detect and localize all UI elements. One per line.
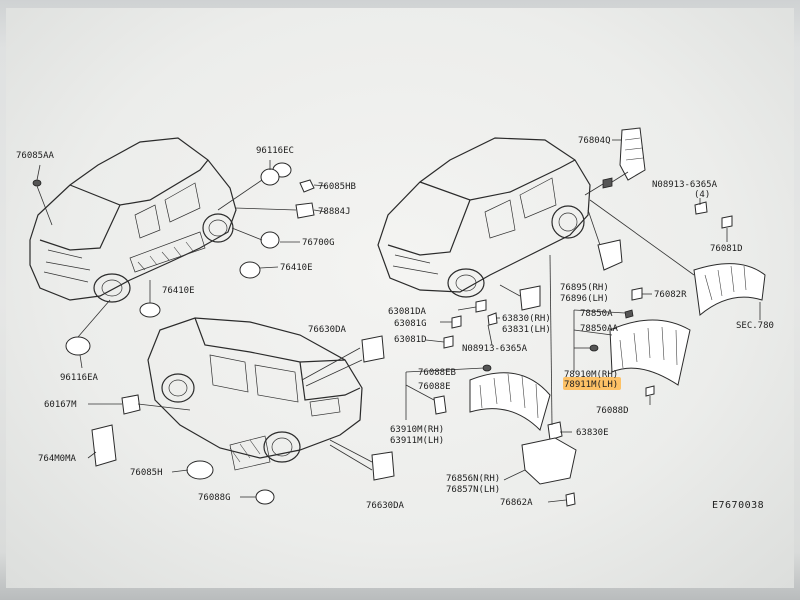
label-76088D: 76088D — [596, 406, 629, 416]
parts-right-group — [589, 127, 766, 397]
label-76862A: 76862A — [500, 498, 533, 508]
label-76700G: 76700G — [302, 238, 335, 248]
label-63910M: 63910M(RH) — [390, 425, 444, 435]
clip-63081D — [443, 335, 454, 349]
leader-lines — [36, 139, 761, 503]
label-78850AA: 78850AA — [580, 324, 619, 334]
plug-96116EA — [65, 336, 91, 356]
label-78850A: 78850A — [580, 309, 613, 319]
label-63831: 63831(LH) — [502, 325, 551, 335]
plug-76410E-a — [239, 261, 261, 279]
plug-76410E-b — [139, 302, 161, 318]
part-labels: 76085AA 96116EC 76085HB 78884J 76700G 76… — [16, 136, 774, 511]
vehicle-rear-view — [147, 317, 363, 471]
clip-63081G — [451, 315, 462, 329]
label-76088EB: 76088EB — [418, 368, 456, 378]
label-76085AA: 76085AA — [16, 151, 55, 161]
plug-76700G — [260, 231, 280, 249]
clip-63830E — [547, 421, 563, 441]
protector-63910M — [469, 372, 551, 431]
clip-76082R — [631, 287, 643, 301]
protector-78850AA — [609, 319, 691, 386]
label-76895: 76895(RH) — [560, 283, 609, 293]
bracket-76895 — [597, 239, 623, 271]
label-76630DA-b: 76630DA — [366, 501, 405, 511]
label-63830: 63830(RH) — [502, 314, 551, 324]
clip-63830 — [487, 312, 498, 326]
label-76856N: 76856N(RH) — [446, 474, 500, 484]
label-08913-a: N08913-6365A — [652, 180, 718, 190]
seal-76630DA-a — [361, 335, 385, 363]
diagram-code: E7670038 — [712, 500, 764, 511]
label-76081D: 76081D — [710, 244, 743, 254]
label-63081DA: 63081DA — [388, 307, 427, 317]
label-76410E-b: 76410E — [162, 286, 195, 296]
parts-left-group — [32, 162, 395, 505]
label-76896: 76896(LH) — [560, 294, 609, 304]
pad-60167M — [121, 394, 141, 415]
clip-76085HB — [299, 179, 315, 193]
label-76804Q: 76804Q — [578, 136, 611, 146]
clip-76088E — [433, 395, 447, 415]
vehicle-front-view-left — [29, 137, 237, 303]
label-76088G: 76088G — [198, 493, 231, 503]
label-63911M: 63911M(LH) — [390, 436, 444, 446]
screw-08913-a — [694, 201, 708, 215]
label-63830E: 63830E — [576, 428, 609, 438]
clip-78850A — [624, 309, 634, 319]
label-76630DA-a: 76630DA — [308, 325, 347, 335]
clip-76081D — [721, 215, 733, 229]
plug-76085H — [186, 460, 214, 480]
label-96116EA: 96116EA — [60, 373, 99, 383]
clip-63081DA — [475, 299, 487, 313]
seal-76630DA-b — [371, 451, 395, 481]
clip-78910M — [589, 344, 599, 352]
label-76082R: 76082R — [654, 290, 687, 300]
wheelhouse-SEC780 — [693, 263, 766, 316]
fastener-78884J — [295, 202, 315, 219]
label-76085HB: 76085HB — [318, 182, 356, 192]
clip-76085AA — [32, 179, 42, 187]
bracket-63830-a — [519, 285, 541, 311]
label-76410E-a: 76410E — [280, 263, 313, 273]
parts-center-group — [433, 285, 577, 507]
label-76085H: 76085H — [130, 468, 163, 478]
label-76857N: 76857N(LH) — [446, 485, 500, 495]
mudguard-76856N — [521, 437, 577, 485]
plug-96116EC-b — [260, 168, 280, 186]
label-60167M: 60167M — [44, 400, 77, 410]
label-78884J: 78884J — [318, 207, 351, 217]
label-76088E: 76088E — [418, 382, 451, 392]
label-08913-b: N08913-6365A — [462, 344, 528, 354]
label-63081D: 63081D — [394, 335, 427, 345]
pad-764M0MA — [91, 424, 117, 467]
clip-76862A — [565, 492, 576, 507]
label-764M0MA: 764M0MA — [38, 454, 77, 464]
clip-76088EB — [482, 364, 492, 372]
bracket-76804Q — [619, 127, 646, 181]
clip-76804Q-b — [602, 177, 613, 189]
label-08913-a-qty: (4) — [694, 190, 710, 200]
label-96116EC: 96116EC — [256, 146, 294, 156]
parts-diagram-sheet — [6, 8, 794, 588]
label-63081G: 63081G — [394, 319, 427, 329]
label-SEC780: SEC.780 — [736, 321, 774, 331]
label-78911M: 78911M(LH) — [564, 380, 618, 390]
highlight-78911M — [563, 377, 621, 390]
label-78910M: 78910M(RH) — [564, 370, 618, 380]
plug-76088G — [255, 489, 275, 505]
vehicle-front-view-center — [377, 137, 591, 298]
clip-76088D — [645, 385, 655, 397]
